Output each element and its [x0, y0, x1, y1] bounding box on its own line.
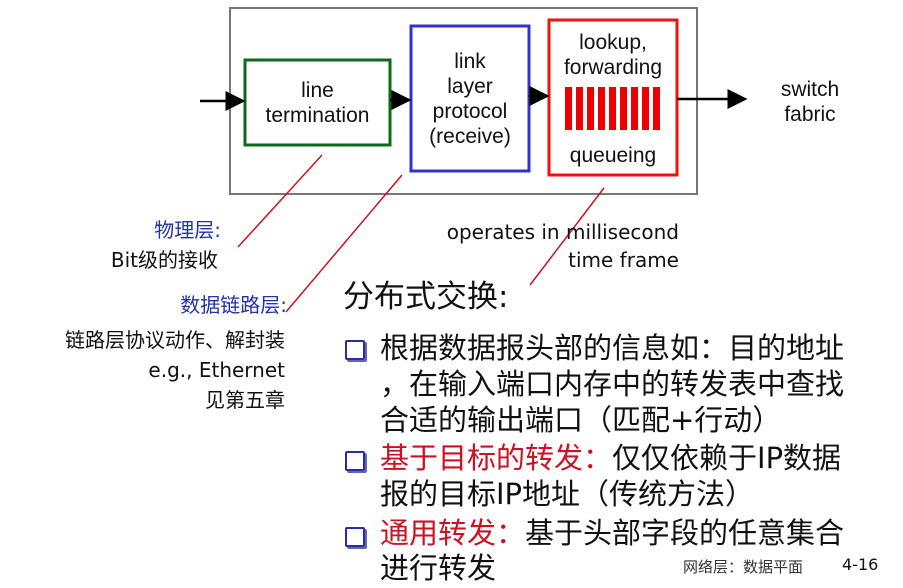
queue-slot [631, 87, 638, 130]
link-layer-label: link layer protocol (receive) [411, 26, 529, 171]
page-number: 4-16 [842, 555, 879, 574]
bullet-2-line-2: 报的目标IP地址（传统方法） [380, 477, 755, 511]
queue-slot [598, 87, 605, 130]
bullet-3-line-1: 通用转发：基于头部字段的任意集合 [380, 516, 845, 550]
physical-layer-title: 物理层: [154, 218, 221, 242]
datalink-layer-title: 数据链路层: [180, 293, 287, 317]
label-termination: termination [265, 103, 370, 127]
label-lookup: lookup, [579, 31, 647, 54]
label-line: line [301, 78, 334, 102]
datalink-layer-desc: 链路层协议动作、解封装 [65, 328, 285, 352]
physical-layer-desc: Bit级的接收 [110, 248, 218, 272]
label-fabric: fabric [784, 103, 836, 126]
queueing-label: queueing [569, 143, 657, 167]
bullet-1-line-3: 合适的输出端口（匹配+行动） [380, 403, 782, 437]
queue-slot [576, 87, 583, 130]
datalink-layer-example: e.g., Ethernet [148, 358, 285, 382]
pointer-physical [237, 154, 323, 248]
bullet-2-line-1: 基于目标的转发：仅仅依赖于IP数据 [380, 441, 842, 475]
timing-line-2: time frame [568, 248, 679, 272]
bullet-icon [345, 451, 365, 471]
footer-section: 网络层：数据平面 [683, 558, 804, 576]
timing-line-1: operates in millisecond [446, 220, 679, 244]
label-receive: (receive) [429, 124, 511, 148]
switch-fabric-label: switch fabric [760, 76, 860, 128]
queue-slot [565, 87, 572, 130]
queue-icon [565, 87, 660, 130]
queue-slot [642, 87, 649, 130]
queue-slot [620, 87, 627, 130]
datalink-layer-ref: 见第五章 [205, 388, 285, 412]
bullet-3-line-2: 进行转发 [380, 551, 497, 585]
queue-slot [609, 87, 616, 130]
pointer-datalink [285, 174, 403, 313]
section-heading: 分布式交换: [343, 279, 509, 315]
line-termination-label: line termination [245, 60, 390, 145]
label-switch: switch [780, 78, 840, 101]
pointer-queueing [529, 187, 605, 286]
label-forwarding: forwarding [563, 56, 663, 79]
label-protocol: protocol [432, 99, 508, 123]
queue-slot [587, 87, 594, 130]
label-layer: layer [447, 74, 493, 98]
label-link: link [454, 49, 486, 73]
queue-slot [653, 87, 660, 130]
lookup-label: lookup, forwarding [549, 30, 677, 80]
bullet-icon [345, 340, 365, 360]
bullet-1-line-1: 根据数据报头部的信息如：目的地址 [380, 331, 845, 365]
bullet-1-line-2: ，在输入端口内存中的转发表中查找 [380, 367, 845, 401]
bullet-icon [345, 527, 365, 547]
